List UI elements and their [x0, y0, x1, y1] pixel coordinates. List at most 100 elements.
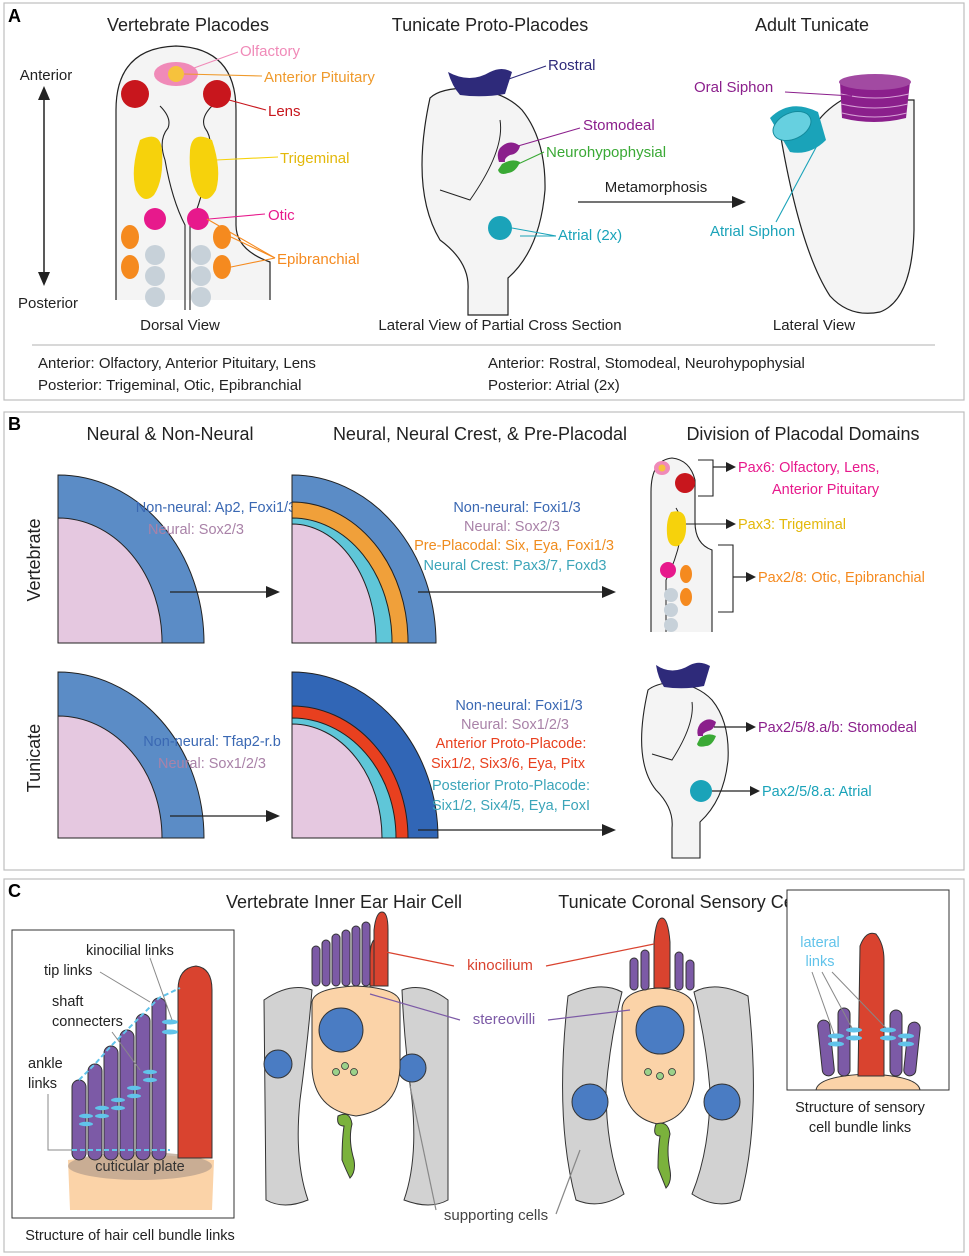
metamorphosis-label: Metamorphosis [605, 179, 708, 196]
vesicle [656, 1072, 664, 1080]
oral-siphon-leader [784, 91, 853, 97]
sensory-inset-caption-line2: cell bundle links [809, 1120, 911, 1136]
sensory-inset-caption-line1: Structure of sensory [795, 1100, 925, 1116]
epibranchial-leader-1 [230, 236, 276, 259]
tun2-posterior-proto-line1: Posterior Proto-Placode: [432, 778, 590, 794]
somite [191, 287, 211, 307]
vert-support-nucleus-right [397, 1053, 427, 1083]
lateral-link [880, 1027, 896, 1033]
shaft-connector [79, 1121, 93, 1127]
rostral-label: Rostral [548, 57, 596, 74]
kinocilial-leader [149, 957, 173, 1021]
epibranchial-placode-r1 [213, 225, 231, 249]
stereovillus [361, 921, 371, 987]
shaft-connector [127, 1085, 141, 1091]
anterior-pituitary-leader [183, 73, 263, 77]
vesicle [668, 1068, 676, 1076]
vert-supporting-cell-right [401, 987, 449, 1206]
tun-stage1-neural [57, 715, 163, 839]
tun-stage3-outline [641, 681, 729, 859]
lateral-leader-1 [811, 971, 835, 1035]
lateral-view-caption: Lateral View [773, 317, 855, 334]
vert2-preplacodal-label: Pre-Placodal: Six, Eya, Foxi1/3 [414, 538, 614, 554]
atrial-siphon-leader [775, 139, 821, 223]
kinocilial-link [162, 1019, 178, 1025]
tunicate-leader-lines [505, 65, 581, 237]
stereovillus [629, 957, 639, 991]
metamorphosis-arrowhead [732, 196, 746, 208]
neural-plate-fold-left [159, 105, 186, 310]
tunicate-rostral-horns [448, 69, 512, 97]
kinocilium-leader-left [385, 951, 455, 967]
stereocilium [71, 1079, 87, 1161]
panel-a: A Vertebrate Placodes Tunicate Proto-Pla… [3, 2, 965, 401]
ap-axis-arrowhead-top [38, 86, 50, 100]
summary-tunicate-anterior: Anterior: Rostral, Stomodeal, Neurohypop… [488, 355, 805, 372]
pax28-bracket [718, 544, 734, 613]
pax28-arrowhead [746, 572, 756, 582]
panel-b-frame [3, 411, 965, 871]
pax6-bracket [698, 459, 714, 497]
vesicle [332, 1068, 340, 1076]
lateral-partial-caption: Lateral View of Partial Cross Section [378, 317, 621, 334]
epibranchial-leader-3 [206, 218, 276, 259]
tun2-anterior-proto-line2: Six1/2, Six3/6, Eya, Pitx [431, 756, 586, 772]
stomodeal-label: Stomodeal [583, 117, 655, 134]
panel-c: C Vertebrate Inner Ear Hair Cell Tunicat… [3, 878, 965, 1253]
cuticular-plate-label: cuticular plate [95, 1159, 184, 1175]
vert-stage2-neural [291, 523, 377, 644]
tun2-anterior-proto-line1: Anterior Proto-Placode: [436, 736, 587, 752]
vert-synaptic-vesicles [332, 1062, 358, 1076]
vert3-somites [664, 588, 678, 632]
stereovilli-label: stereovilli [473, 1011, 536, 1028]
vert1-non-neural-label: Non-neural: Ap2, Foxi1/3 [136, 500, 296, 516]
tip-links-label: tip links [44, 963, 92, 979]
supporting-leader-left [409, 1085, 437, 1211]
stereovillus [321, 939, 331, 987]
lens-placode-right [203, 80, 231, 108]
ankle-links-label-line1: ankle [28, 1056, 63, 1072]
cuticular-plate [68, 1152, 212, 1180]
tun-afferent-fiber [654, 1122, 671, 1189]
trigeminal-leader [215, 156, 279, 161]
stereovillus [331, 933, 341, 987]
tun-support-nucleus-right [703, 1083, 741, 1121]
lateral-link [898, 1033, 914, 1039]
neurohypophysial-label: Neurohypophysial [546, 144, 666, 161]
panel-a-frame [3, 2, 965, 401]
hair-cell-inset-caption: Structure of hair cell bundle links [25, 1228, 235, 1244]
kinocilium-label: kinocilium [467, 957, 533, 974]
stomodeal-pax-arrowhead [746, 722, 756, 732]
vert-kinocilium-tall [373, 911, 389, 987]
panel-c-frame [3, 878, 965, 1253]
vesicle [350, 1068, 358, 1076]
summary-vertebrate-posterior: Posterior: Trigeminal, Otic, Epibranchia… [38, 377, 301, 394]
vert3-brackets [686, 459, 734, 613]
somite [191, 266, 211, 286]
otic-leader [208, 213, 266, 220]
inset2-kinocilium [857, 932, 885, 1077]
stereovillus [640, 949, 650, 991]
shaft-connector [79, 1113, 93, 1119]
col-title-neural-crest-preplacodal: Neural, Neural Crest, & Pre-Placodal [333, 424, 627, 444]
link-connectors [79, 1019, 178, 1127]
adult-tunicate-title: Adult Tunicate [755, 15, 869, 35]
somites [145, 245, 211, 307]
row-label-vertebrate: Vertebrate [24, 518, 44, 601]
supporting-leader-right [555, 1149, 581, 1215]
ankle-links-label-line2: links [28, 1076, 57, 1092]
epibranchial-label: Epibranchial [277, 251, 360, 268]
pax28-label: Pax2/8: Otic, Epibranchial [758, 570, 925, 586]
epibranchial-placode-r2 [213, 255, 231, 279]
supporting-cells-label: supporting cells [444, 1207, 548, 1224]
tun-kinocilium [653, 917, 671, 989]
tip-links-chain [78, 987, 181, 1081]
siphon-ring [840, 103, 909, 109]
neurohypophysial-proto-placode [498, 160, 520, 174]
tun1-non-neural-label: Non-neural: Tfap2-r.b [143, 734, 281, 750]
pax6-arrowhead [726, 462, 736, 472]
shaft-connector [143, 1077, 157, 1083]
atrial-siphon-label: Atrial Siphon [710, 223, 795, 240]
oral-siphon-top [839, 74, 911, 90]
